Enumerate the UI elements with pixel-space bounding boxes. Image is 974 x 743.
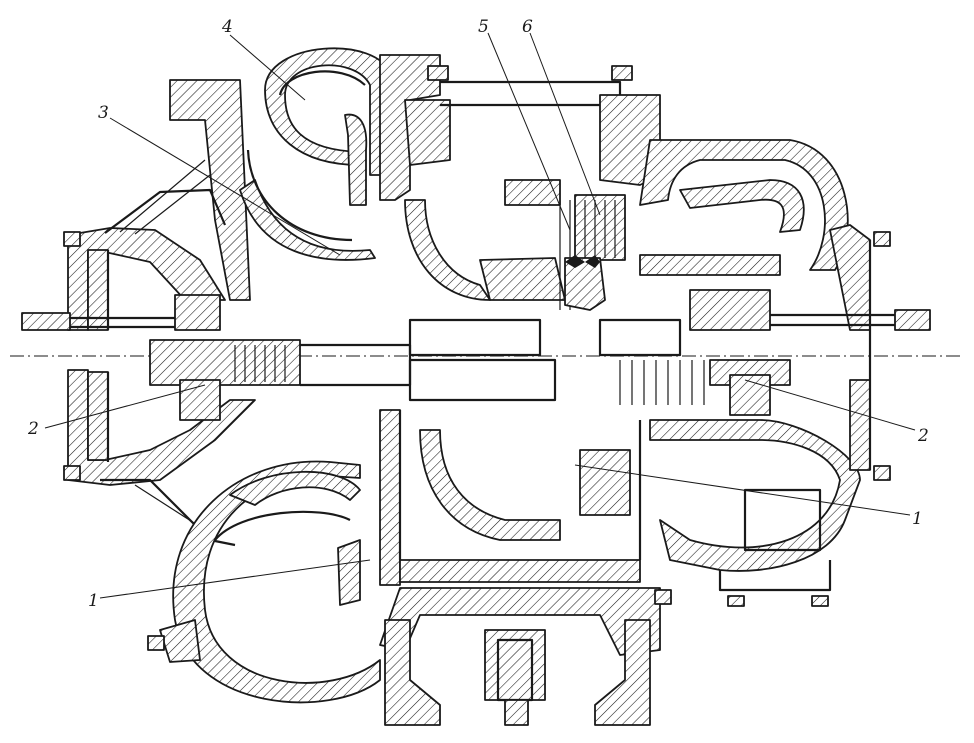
compressor-volute-bottom	[159, 460, 381, 704]
left-end-housing	[67, 79, 256, 547]
label-5: 5	[478, 17, 489, 37]
bolts	[63, 65, 891, 651]
turbine-wheel	[564, 194, 705, 516]
label-1-right: 1	[912, 509, 923, 529]
label-1-left: 1	[88, 591, 99, 611]
right-shaft-assembly	[689, 240, 931, 470]
leader-lines	[44, 32, 916, 599]
label-3: 3	[98, 103, 109, 123]
left-shaft-assembly	[21, 294, 412, 421]
compressor-volute-top	[239, 47, 391, 261]
turbine-casing-bottom	[649, 379, 871, 592]
turbine-casing-top	[639, 139, 871, 331]
label-2-right: 2	[917, 426, 929, 446]
label-2-left: 2	[27, 419, 39, 439]
compressor-impeller	[404, 179, 571, 541]
label-4: 4	[221, 17, 233, 37]
bottom-supports	[384, 619, 651, 726]
center-casing	[379, 54, 661, 656]
label-6: 6	[522, 17, 533, 37]
